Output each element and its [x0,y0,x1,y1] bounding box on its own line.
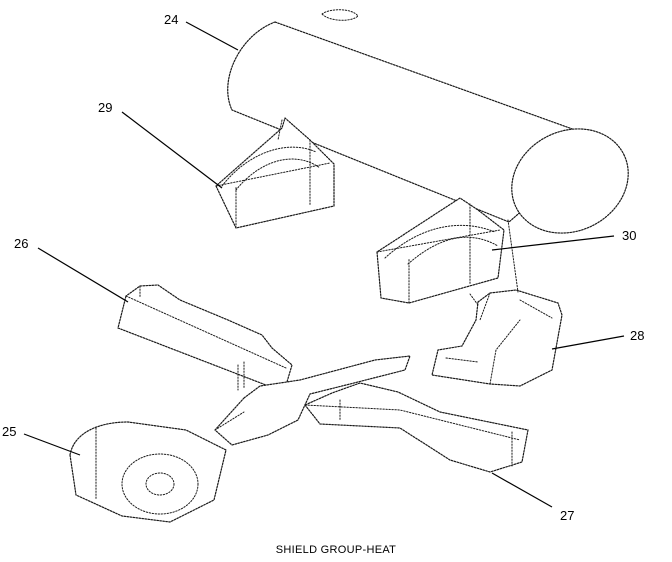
part-27-channel-bracket [304,382,529,473]
leader-25 [23,433,81,456]
callout-25: 25 [2,424,16,439]
part-30-saddle-bracket [376,197,505,304]
center-cross-member [214,119,519,446]
leader-lines [23,21,625,508]
part-24-cylinder-shield [227,9,629,234]
leader-30 [491,235,615,251]
callout-29: 29 [98,100,112,115]
leader-24 [185,21,239,51]
callout-27: 27 [560,508,574,523]
figure-caption: SHIELD GROUP-HEAT [275,544,397,556]
callout-labels: 24 29 30 26 28 25 27 [2,12,644,523]
callout-28: 28 [630,328,644,343]
leader-29 [121,111,223,189]
leader-27 [491,472,553,508]
callout-30: 30 [622,228,636,243]
part-26-channel-bracket [117,284,293,393]
part-29-saddle-bracket [215,117,335,229]
part-28-angle-bracket [431,289,563,387]
leader-26 [37,247,129,303]
callout-26: 26 [14,236,28,251]
part-25-end-cap [69,421,227,523]
leader-28 [551,335,625,350]
callout-24: 24 [164,12,178,27]
